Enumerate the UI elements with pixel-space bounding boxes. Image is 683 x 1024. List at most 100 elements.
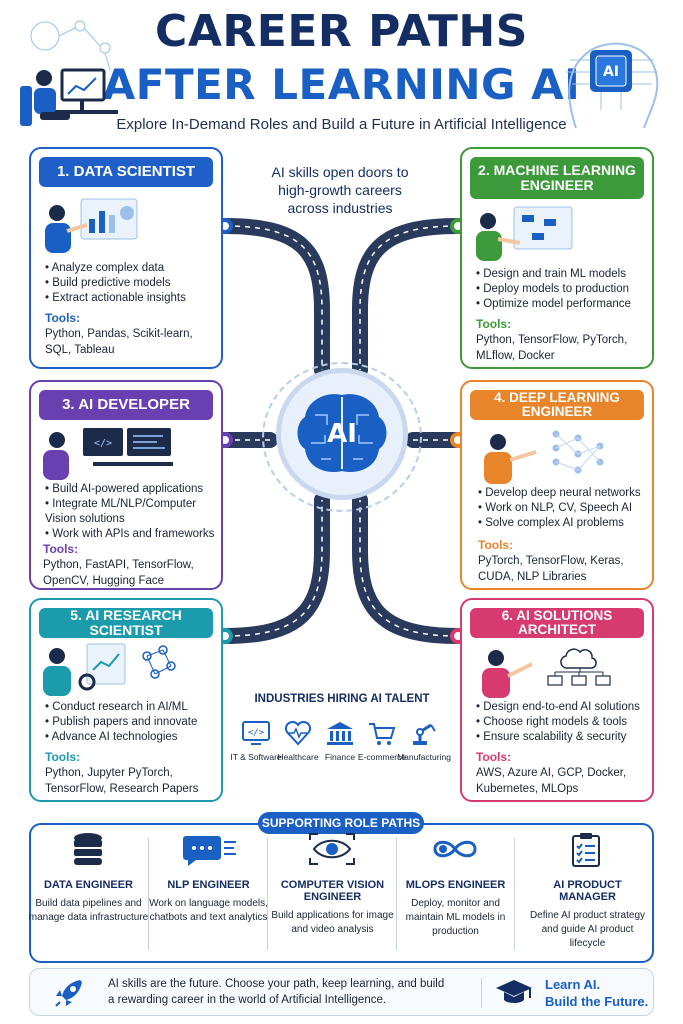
- divider: [396, 838, 397, 950]
- code-monitor-icon: </>: [240, 720, 272, 748]
- support-role-desc: Build data pipelines and manage data inf…: [28, 898, 149, 923]
- footer-cta-line1: Learn AI.: [545, 977, 601, 992]
- tools-label: Tools:: [43, 542, 79, 556]
- bullet: Build predictive models: [45, 276, 186, 291]
- card-title: 1. DATA SCIENTIST: [39, 157, 213, 187]
- footer-cta: Learn AI. Build the Future.: [545, 976, 650, 1010]
- footer-cta-line2: Build the Future.: [545, 994, 649, 1009]
- bullet: Solve complex AI problems: [478, 516, 641, 531]
- infinity-gear-icon: [433, 840, 477, 858]
- support-role-desc: Deploy, monitor and maintain ML models i…: [405, 898, 506, 937]
- tools-value: Python, FastAPI, TensorFlow, OpenCV, Hug…: [43, 559, 194, 587]
- career-card-ai-developer: 3. AI DEVELOPER </> Build AI-powered app…: [29, 380, 223, 590]
- bullet: Publish papers and innovate: [45, 715, 197, 730]
- database-icon: [74, 833, 102, 865]
- bullet: Conduct research in AI/ML: [45, 700, 197, 715]
- tools-value: AWS, Azure AI, GCP, Docker, Kubernetes, …: [476, 767, 627, 795]
- tools-label: Tools:: [476, 750, 512, 764]
- support-role-title: COMPUTER VISION ENGINEER: [280, 879, 385, 903]
- robot-arm-icon: [408, 720, 440, 748]
- support-role-title: MLOPS ENGINEER: [405, 879, 506, 891]
- bullet: Analyze complex data: [45, 261, 186, 276]
- career-card-ai-research-scientist: 5. AI RESEARCH SCIENTIST Conduct researc…: [29, 598, 223, 802]
- solutions-architect-illustration: [482, 648, 611, 698]
- center-tagline: AI skills open doors to high-growth care…: [271, 164, 409, 216]
- ai-developer-illustration: </>: [43, 428, 173, 480]
- cart-icon: [366, 720, 398, 748]
- bank-icon: [324, 720, 356, 748]
- tools-value: Python, TensorFlow, PyTorch, MLflow, Doc…: [476, 334, 628, 362]
- career-card-data-scientist: 1. DATA SCIENTIST Analyze complex data B…: [29, 147, 223, 369]
- support-role-ai-product-manager: AI PRODUCT MANAGER Define AI product str…: [525, 832, 650, 951]
- support-role-cv-engineer: COMPUTER VISION ENGINEER Build applicati…: [270, 832, 395, 937]
- bullet: Deploy models to production: [476, 282, 631, 297]
- supporting-roles-title: SUPPORTING ROLE PATHS: [258, 812, 424, 834]
- rocket-icon: [55, 980, 82, 1007]
- footer-banner: [29, 968, 654, 1016]
- divider: [481, 978, 482, 1008]
- tools-label: Tools:: [476, 317, 512, 331]
- support-role-desc: Work on language models, chatbots and te…: [149, 898, 268, 923]
- industries-title: INDUSTRIES HIRING AI TALENT: [254, 693, 430, 705]
- bullet: Optimize model performance: [476, 297, 631, 312]
- page-title-line1: CAREER PATHS: [155, 6, 528, 57]
- footer-text: AI skills are the future. Choose your pa…: [108, 978, 445, 1006]
- industry-label: IT & Software: [230, 752, 282, 762]
- support-role-desc: Build applications for image and video a…: [271, 910, 394, 935]
- card-title: 5. AI RESEARCH SCIENTIST: [39, 608, 213, 638]
- support-role-desc: Define AI product strategy and guide AI …: [529, 910, 646, 949]
- page-subtitle: Explore In-Demand Roles and Build a Futu…: [116, 116, 567, 133]
- bullet: Develop deep neural networks: [478, 486, 640, 501]
- career-card-ai-solutions-architect: 6. AI SOLUTIONS ARCHITECT Design end-to-…: [460, 598, 654, 802]
- industry-finance: Finance: [310, 720, 370, 762]
- industry-label: E-commerce: [357, 752, 407, 762]
- industry-healthcare: Healthcare: [268, 720, 328, 762]
- card-title: 2. MACHINE LEARNING ENGINEER: [470, 157, 644, 199]
- industry-label: Finance: [324, 752, 356, 762]
- tools-value: PyTorch, TensorFlow, Keras, CUDA, NLP Li…: [478, 555, 624, 583]
- card-title: 6. AI SOLUTIONS ARCHITECT: [470, 608, 644, 638]
- card-bullets: Analyze complex data Build predictive mo…: [45, 261, 186, 306]
- career-card-ml-engineer: 2. MACHINE LEARNING ENGINEER Design and …: [460, 147, 654, 369]
- support-role-title: DATA ENGINEER: [43, 879, 134, 891]
- bullet: Choose right models & tools: [476, 715, 640, 730]
- brain-orbit: [262, 362, 422, 512]
- bullet: Integrate ML/NLP/Computer Vision solutio…: [45, 497, 215, 527]
- card-bullets: Design end-to-end AI solutions Choose ri…: [476, 700, 640, 745]
- support-role-title: AI PRODUCT MANAGER: [553, 879, 622, 903]
- brain-label: AI: [327, 419, 357, 449]
- bullet: Extract actionable insights: [45, 291, 186, 306]
- card-bullets: Build AI-powered applications Integrate …: [45, 482, 215, 542]
- divider: [514, 838, 515, 950]
- bullet: Advance AI technologies: [45, 730, 197, 745]
- tools-value: Python, Jupyter PyTorch, TensorFlow, Res…: [45, 767, 199, 795]
- svg-text:</>: </>: [248, 728, 265, 738]
- industry-it-software: </> IT & Software: [226, 720, 286, 762]
- support-role-data-engineer: DATA ENGINEER Build data pipelines and m…: [26, 832, 151, 925]
- industry-label: Manufacturing: [397, 752, 451, 762]
- research-scientist-illustration: [43, 643, 176, 696]
- card-bullets: Design and train ML models Deploy models…: [476, 267, 631, 312]
- career-card-deep-learning-engineer: 4. DEEP LEARNING ENGINEER Develop deep n…: [460, 380, 654, 590]
- divider: [148, 838, 149, 950]
- bullet: Ensure scalability & security: [476, 730, 640, 745]
- bullet: Design end-to-end AI solutions: [476, 700, 640, 715]
- heart-pulse-icon: [282, 720, 314, 748]
- support-role-title: NLP ENGINEER: [167, 879, 250, 891]
- ai-head-illustration: AI: [566, 42, 659, 129]
- tools-label: Tools:: [45, 311, 81, 325]
- clipboard-icon: [572, 833, 600, 867]
- chat-bubble-icon: [183, 836, 236, 866]
- divider: [267, 838, 268, 950]
- industry-manufacturing: Manufacturing: [394, 720, 454, 762]
- card-bullets: Conduct research in AI/ML Publish papers…: [45, 700, 198, 745]
- card-title: 4. DEEP LEARNING ENGINEER: [470, 390, 644, 420]
- brain-circle: AI: [276, 368, 408, 500]
- bullet: Work with APIs and frameworks: [45, 527, 215, 542]
- support-role-nlp-engineer: NLP ENGINEER Work on language models, ch…: [146, 832, 271, 925]
- industry-label: Healthcare: [277, 752, 319, 762]
- bullet: Build AI-powered applications: [45, 482, 215, 497]
- svg-text:</>: </>: [94, 438, 112, 449]
- tools-label: Tools:: [478, 538, 514, 552]
- tools-label: Tools:: [45, 750, 81, 764]
